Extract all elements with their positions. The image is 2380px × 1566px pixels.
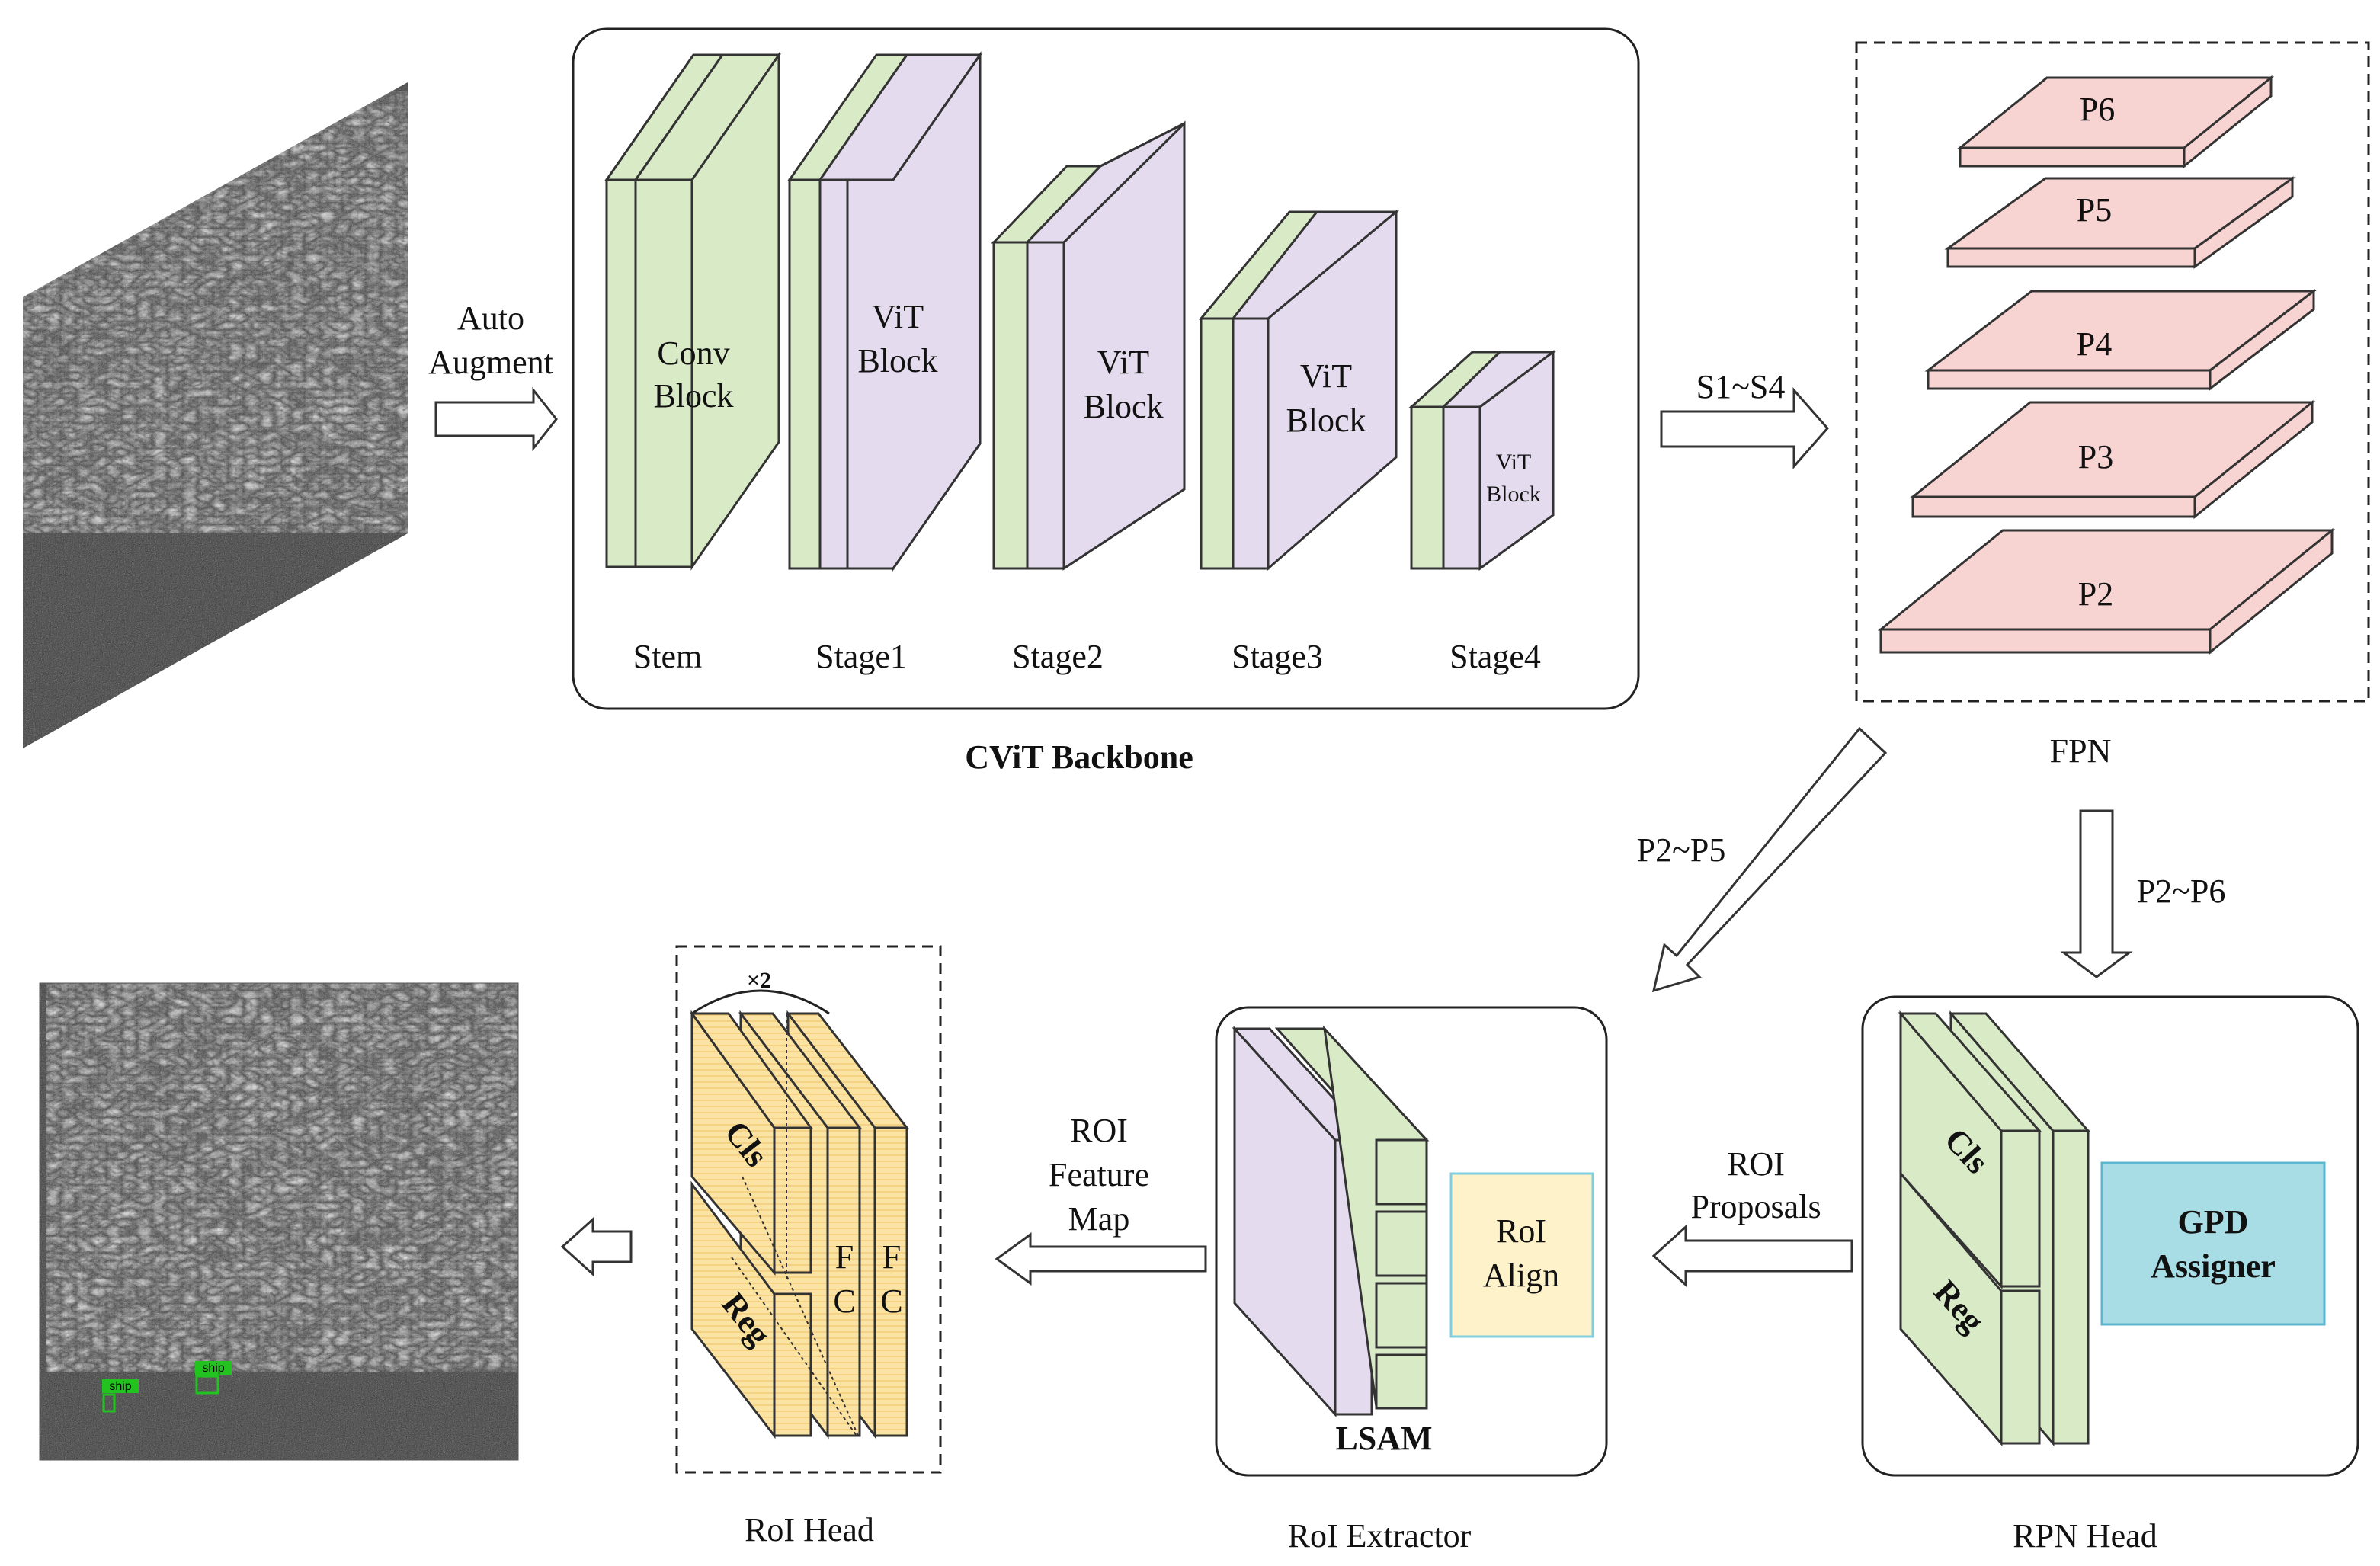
roi-feature-map-arrow: ROI Feature Map [995, 1112, 1207, 1286]
stage4-block-line2: Block [1486, 482, 1541, 507]
gpd-assigner-line1: GPD [2178, 1203, 2249, 1241]
stage1-block-line2: Block [857, 342, 937, 379]
stem-block-line2: Block [653, 377, 733, 415]
stage3-block [1198, 209, 1400, 572]
fpn-level-p6-label: P6 [2080, 91, 2115, 128]
stage2-block [991, 120, 1186, 571]
roi-feature-map-label-3: Map [1068, 1200, 1130, 1238]
stem-block-line1: Conv [657, 335, 729, 372]
fpn-level-p4-label: P4 [2077, 325, 2112, 363]
roi-proposals-label-1: ROI [1727, 1145, 1785, 1183]
auto-augment-label-2: Augment [428, 344, 553, 381]
roi-align-box [1449, 1172, 1594, 1338]
backbone-title: CViT Backbone [965, 738, 1193, 776]
roi-head: ×2 Cls Reg F C F C [675, 945, 942, 1548]
s1-s4-arrow: S1~S4 [1660, 368, 1829, 469]
s1-s4-label: S1~S4 [1696, 368, 1786, 405]
fpn: P6 P5 P4 P3 P2 FPN [1855, 41, 2370, 770]
fc2-c-label: C [880, 1283, 902, 1320]
p2-p5-label: P2~P5 [1637, 831, 1726, 869]
roi-extractor-title: RoI Extractor [1288, 1517, 1472, 1555]
stage1-block-line1: ViT [872, 298, 924, 335]
stage4-block-line1: ViT [1496, 450, 1532, 475]
stage4-label: Stage4 [1449, 638, 1541, 675]
roi-feature-map-label-2: Feature [1049, 1156, 1149, 1193]
roi-align-line1: RoI [1496, 1212, 1546, 1250]
output-arrow [560, 1216, 633, 1277]
fpn-level-p2 [1877, 527, 2336, 655]
fpn-title: FPN [2050, 732, 2112, 770]
stage4-block [1408, 350, 1557, 571]
p2-p6-label: P2~P6 [2137, 873, 2226, 910]
stage2-block-line2: Block [1083, 388, 1163, 425]
roi-feature-map-label-1: ROI [1070, 1112, 1128, 1149]
roi-cls-block [690, 1010, 813, 1276]
p2-p6-arrow: P2~P6 [2060, 809, 2226, 978]
stage3-block-line2: Block [1286, 402, 1366, 439]
stage3-block-line1: ViT [1300, 357, 1352, 395]
rpn-cls-block [1898, 1010, 2042, 1289]
rpn-reg-block [1899, 1170, 2041, 1446]
input-sar-image [23, 82, 408, 748]
rpn-head-title: RPN Head [2013, 1517, 2157, 1555]
detection-1: ship [102, 1379, 139, 1413]
roi-align-line2: Align [1483, 1257, 1559, 1294]
roi-proposals-label-2: Proposals [1690, 1188, 1821, 1225]
fpn-level-p3-label: P3 [2078, 438, 2113, 476]
p2-p5-arrow: P2~P5 [1637, 726, 1888, 993]
stage2-label: Stage2 [1012, 638, 1104, 675]
gpd-assigner-line2: Assigner [2151, 1247, 2276, 1285]
auto-augment-arrow: Auto Augment [428, 299, 558, 452]
stage1-block [787, 51, 982, 572]
auto-augment-label-1: Auto [457, 299, 524, 337]
cvit-backbone: Conv Block Stem ViT Block Stage1 ViT Blo… [572, 27, 1640, 776]
stem-label: Stem [633, 638, 702, 675]
fc1-c-label: C [833, 1283, 855, 1320]
fpn-level-p6 [1956, 75, 2275, 169]
roi-reg-block [690, 1180, 812, 1440]
stem-conv-block [604, 51, 781, 571]
rpn-head: Cls Reg GPD Assigner RPN Head [1861, 995, 2359, 1555]
roi-proposals-arrow: ROI Proposals [1651, 1145, 1853, 1288]
stage3-label: Stage3 [1232, 638, 1323, 675]
detection-1-label: ship [109, 1380, 131, 1393]
fpn-level-p5-label: P5 [2077, 191, 2112, 229]
fpn-level-p2-label: P2 [2078, 575, 2113, 613]
repeat-label: ×2 [747, 968, 771, 993]
lsam-label: LSAM [1335, 1420, 1432, 1457]
fpn-level-p4 [1924, 288, 2318, 392]
fc2-f-label: F [882, 1238, 901, 1276]
detection-2-label: ship [202, 1362, 224, 1375]
roi-head-title: RoI Head [745, 1511, 874, 1548]
gpd-assigner-box [2100, 1161, 2326, 1326]
stage1-label: Stage1 [815, 638, 907, 675]
roi-extractor: LSAM RoI Align RoI Extractor [1215, 1006, 1608, 1555]
repeat-brace [691, 989, 830, 1015]
detection-2: ship [195, 1361, 232, 1395]
output-sar-image: ship ship [39, 982, 519, 1461]
lsam-block [1232, 1025, 1430, 1417]
stage2-block-line1: ViT [1097, 344, 1149, 381]
fc1-f-label: F [835, 1238, 854, 1276]
fpn-level-p3 [1909, 399, 2316, 520]
fpn-level-p5 [1944, 176, 2296, 269]
